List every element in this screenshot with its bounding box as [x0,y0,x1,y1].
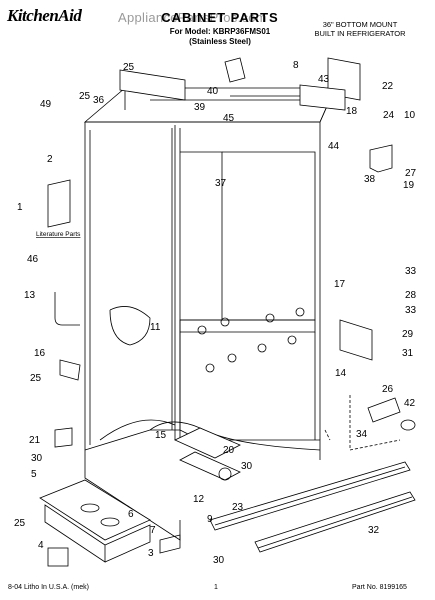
finish-line: (Stainless Steel) [189,37,251,46]
callout-12: 12 [193,494,205,505]
callout-20: 20 [223,445,235,456]
callout-14: 14 [335,368,347,379]
callout-30b: 30 [241,461,253,472]
callout-30c: 30 [213,555,225,566]
callout-17: 17 [334,279,346,290]
page-title: CABINET PARTS [161,10,279,25]
callout-22: 22 [382,81,394,92]
callout-45: 45 [223,113,235,124]
product-line-1: 36" BOTTOM MOUNT [322,20,398,29]
callout-3: 3 [148,548,154,559]
callout-40: 40 [207,86,219,97]
callout-37: 37 [215,178,227,189]
callout-33b: 33 [405,305,417,316]
literature-label: Literature Parts [36,231,81,238]
callout-32: 32 [368,525,380,536]
callout-4: 4 [38,540,44,551]
callout-49: 49 [40,99,52,110]
callout-24: 24 [383,110,395,121]
callout-31: 31 [402,348,414,359]
callout-26: 26 [382,384,394,395]
callout-39: 39 [194,102,206,113]
callout-1: 1 [17,202,23,213]
callout-30a: 30 [31,453,43,464]
callout-13: 13 [24,290,36,301]
callout-5: 5 [31,469,37,480]
callout-36: 36 [93,95,105,106]
callout-8: 8 [293,60,299,71]
callout-27: 27 [405,168,417,179]
brand-logo: KitchenAid [7,6,82,25]
model-line: For Model: KBRP36FMS01 [169,27,271,36]
footer-part-number: Part No. 8199165 [352,584,407,591]
callout-25b: 25 [79,91,91,102]
callout-21: 21 [29,435,41,446]
callout-25d: 25 [14,518,26,529]
callout-44: 44 [328,141,340,152]
callout-33a: 33 [405,266,417,277]
callout-10: 10 [404,110,416,121]
watermark: AppliancePartsPros.com [118,10,267,25]
callout-2: 2 [47,154,53,165]
footer-print-info: 8-04 Litho In U.S.A. (mek) [8,584,89,591]
callout-25a: 25 [123,62,135,73]
model-info: For Model: KBRP36FMS01 (Stainless Steel) [150,27,290,47]
callout-19: 19 [403,180,415,191]
callout-23: 23 [232,502,244,513]
callout-18: 18 [346,106,358,117]
cabinet-drawing [39,57,416,567]
callout-25c: 25 [30,373,42,384]
callout-29: 29 [402,329,414,340]
callout-46: 46 [27,254,39,265]
footer-page-number: 1 [214,584,218,591]
callout-6: 6 [128,509,134,520]
callout-9: 9 [207,514,213,525]
callout-42: 42 [404,398,416,409]
product-line-2: BUILT IN REFRIGERATOR [314,29,406,38]
callout-28: 28 [405,290,417,301]
callout-7: 7 [150,525,156,536]
product-description: 36" BOTTOM MOUNT BUILT IN REFRIGERATOR [292,20,428,38]
callout-16: 16 [34,348,46,359]
callout-11: 11 [150,322,161,333]
callout-43: 43 [318,74,330,85]
callout-34: 34 [356,429,368,440]
callout-38: 38 [364,174,376,185]
callout-15: 15 [155,430,167,441]
